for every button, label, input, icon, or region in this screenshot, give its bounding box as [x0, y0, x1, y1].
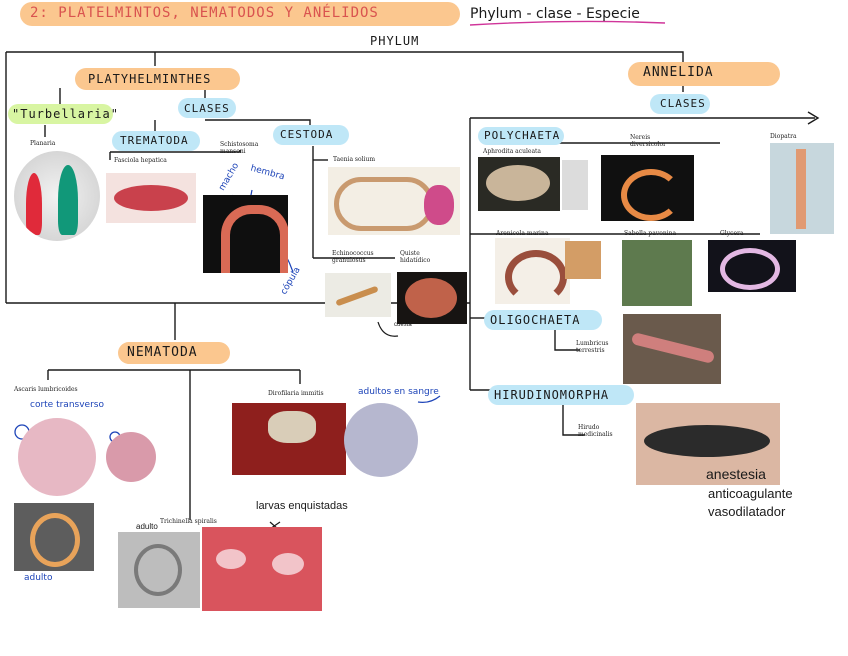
ascaris-section-image — [18, 418, 96, 496]
platy-clases-highlight — [178, 98, 236, 118]
dirofilaria-heart-image — [232, 403, 346, 475]
ascaris-label: Ascaris lumbricoides — [14, 386, 78, 393]
nereis-label: Nereis diversicolor — [630, 134, 666, 148]
corte-note: corte transverso — [30, 400, 104, 410]
trichinella-larvae-image — [202, 527, 322, 611]
platy-clases-label: CLASES — [184, 102, 230, 115]
echino-image — [325, 273, 391, 317]
aphrodita-label: Aphrodita aculeata — [483, 148, 542, 155]
fasciola-label: Fasciola hepatica — [114, 157, 167, 164]
title-highlight — [20, 2, 460, 26]
adultos-sangre-note: adultos en sangre — [358, 387, 439, 397]
adulto-note-1: adulto — [24, 573, 53, 583]
sabella-label: Sabella pavonina — [624, 230, 677, 237]
trichinella-label: Trichinella spiralis — [160, 518, 217, 525]
schisto-label: Schistosoma mansoni — [220, 141, 259, 155]
glycera-label: Glycera — [720, 230, 744, 237]
taenia-image — [328, 167, 460, 235]
diopatra-image — [770, 143, 834, 234]
hirudo-note-anticoagulante: anticoagulante — [708, 486, 793, 501]
planaria-image — [14, 151, 100, 241]
cestoda-label: CESTODA — [280, 128, 334, 141]
annelida-highlight — [628, 62, 780, 86]
trichinella-adult-image — [118, 532, 200, 608]
cuesta-note: cuesta — [394, 322, 412, 328]
nereis-image — [601, 155, 694, 221]
fasciola-image — [106, 173, 196, 223]
dirofilaria-label: Dirofilaria immitis — [268, 390, 324, 397]
lumbricus-label: Lumbricus terrestris — [576, 340, 609, 354]
quiste-image — [397, 272, 467, 324]
annelida-clases-label: CLASES — [660, 97, 706, 110]
arenicola-image — [495, 238, 570, 304]
planaria-label: Planaria — [30, 140, 56, 147]
annelida-label: ANNELIDA — [643, 65, 714, 80]
dirofilaria-blood-image — [344, 403, 418, 477]
oligochaeta-label: OLIGOCHAETA — [490, 313, 581, 327]
ascaris-section-image-2 — [106, 432, 156, 482]
turbellaria-highlight — [8, 104, 113, 124]
hirudinomorpha-highlight — [488, 385, 634, 405]
larvas-note: larvas enquistadas — [256, 500, 348, 512]
hirudinomorpha-label: HIRUDINOMORPHA — [494, 388, 610, 402]
aphrodita-image-2 — [562, 160, 588, 210]
diopatra-label: Diopatra — [770, 133, 797, 140]
aphrodita-image — [478, 157, 560, 211]
hirudo-note-vasodilatador: vasodilatador — [708, 504, 786, 519]
adulto-note-2: adulto — [136, 522, 158, 531]
nematoda-highlight — [118, 342, 230, 364]
page-subtitle: Phylum - clase - Especie — [470, 6, 640, 22]
oligochaeta-highlight — [484, 310, 602, 330]
trematoda-label: TREMATODA — [120, 134, 189, 147]
schisto-image — [203, 195, 288, 273]
ascaris-adult-image — [14, 503, 94, 571]
polychaeta-highlight — [478, 127, 564, 145]
hirudo-image — [636, 403, 780, 485]
trematoda-highlight — [112, 131, 200, 151]
turbellaria-label: "Turbellaria" — [12, 107, 119, 121]
page-title: 2: PLATELMINTOS, NEMATODOS Y ANÉLIDOS — [30, 5, 379, 21]
sabella-image — [622, 240, 692, 306]
phylum-label: PHYLUM — [370, 34, 420, 48]
arenicola-image-2 — [565, 241, 601, 279]
annelida-clases-highlight — [650, 94, 710, 114]
arenicola-label: Arenicola marina — [496, 230, 549, 237]
echino-label: Echinococcus granulosus — [332, 250, 374, 264]
cestoda-highlight — [273, 125, 349, 145]
platy-label: PLATYHELMINTHES — [88, 72, 212, 86]
glycera-image — [708, 240, 796, 292]
taenia-label: Taenia solium — [333, 156, 376, 163]
nematoda-label: NEMATODA — [127, 345, 198, 360]
hirudo-note-anestesia: anestesia — [706, 466, 766, 482]
polychaeta-label: POLYCHAETA — [484, 129, 561, 142]
platy-highlight — [75, 68, 240, 90]
hirudo-label: Hirudo medicinalis — [578, 424, 613, 438]
lumbricus-image — [623, 314, 721, 384]
quiste-label: Quiste hidatídico — [400, 250, 431, 264]
